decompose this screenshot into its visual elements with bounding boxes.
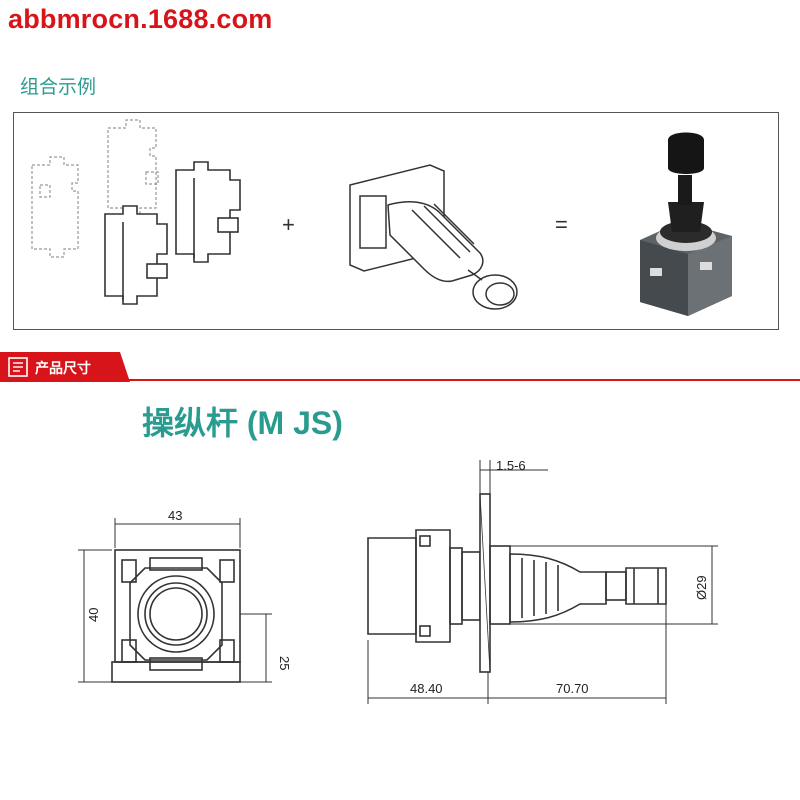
side-view-dimension-lines (367, 460, 718, 704)
plus-sign: + (282, 212, 295, 237)
product-size-banner (0, 352, 800, 382)
assembled-product-image (640, 132, 732, 316)
equals-sign: = (555, 212, 568, 237)
combo-section-title: 组合示例 (20, 77, 97, 98)
banner-bar (0, 352, 800, 382)
contact-blocks (104, 161, 241, 305)
diameter-label: Ø29 (694, 575, 709, 600)
front-view-dimension-lines (78, 518, 272, 683)
front-view-drawing (111, 549, 241, 683)
combo-example-frame (13, 112, 779, 330)
banner-label: 产品尺寸 (35, 360, 91, 376)
rear-depth-label: 48.40 (410, 681, 443, 696)
watermark: abbmrocn.1688.com (8, 4, 273, 34)
side-view-drawing (367, 493, 667, 673)
front-offset-label: 25 (277, 656, 292, 670)
front-depth-label: 70.70 (556, 681, 589, 696)
product-title: 操纵杆 (M JS) (142, 405, 343, 441)
front-width-label: 43 (168, 508, 182, 523)
joystick-operator-sketch (349, 164, 518, 310)
panel-thickness-label: 1.5-6 (496, 458, 526, 473)
document-icon (8, 357, 28, 377)
front-height-label: 40 (86, 608, 101, 622)
